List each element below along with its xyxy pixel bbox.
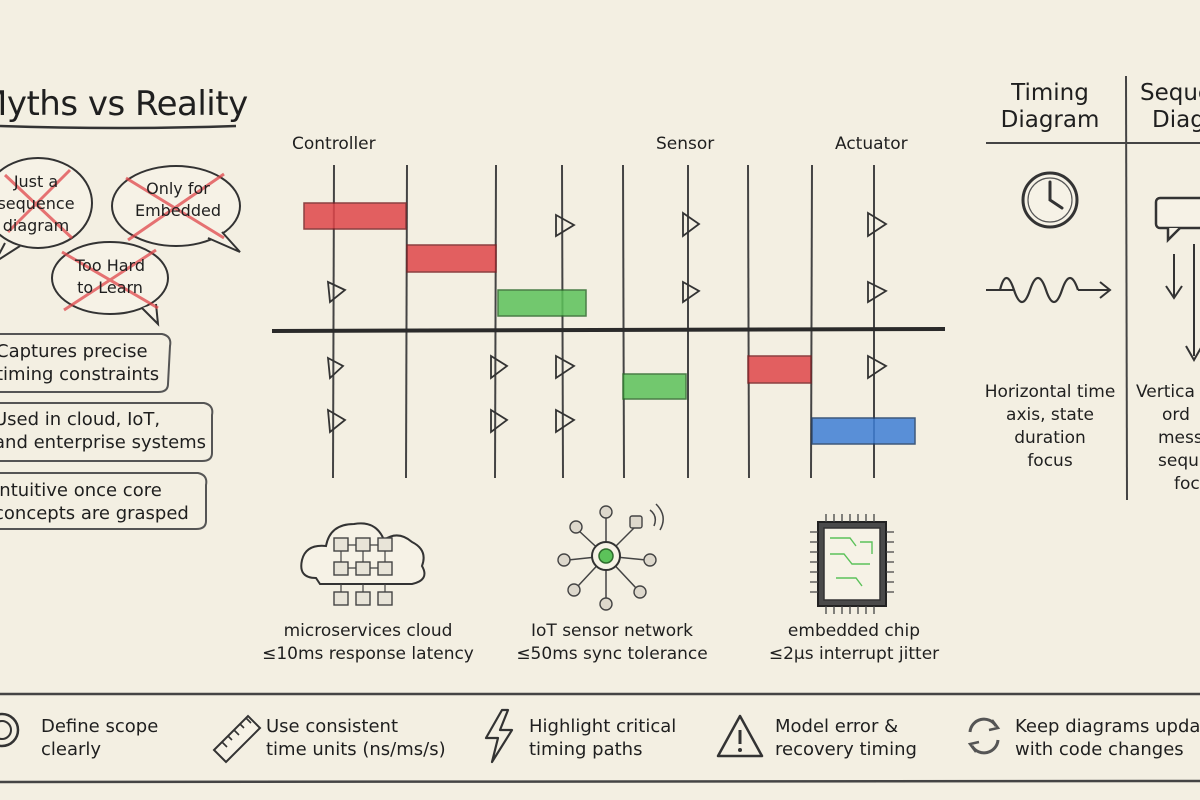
myth-bubble-3 xyxy=(51,241,169,327)
reality-boxes xyxy=(0,333,214,530)
message-icon xyxy=(1154,196,1200,244)
tip-critical-paths: Highlight critical timing paths xyxy=(529,716,677,760)
signal-markers xyxy=(326,211,888,434)
sequence-diagram-heading: Seque Diag xyxy=(1140,80,1200,133)
example-cloud-caption: microservices cloud ≤10ms response laten… xyxy=(262,621,474,664)
example-chip-caption: embedded chip ≤2μs interrupt jitter xyxy=(768,621,940,664)
vertical-arrows-icon xyxy=(1165,244,1200,363)
state-block-red-3 xyxy=(747,355,812,384)
state-block-blue-1 xyxy=(811,417,916,445)
wave-arrow-icon xyxy=(986,276,1112,304)
tip-keep-updated: Keep diagrams update with code changes xyxy=(1015,716,1200,760)
lane-label-controller: Controller xyxy=(292,134,376,154)
lane-label-actuator: Actuator xyxy=(835,134,908,154)
lightning-icon xyxy=(484,708,514,764)
tip-error-timing: Model error & recovery timing xyxy=(775,716,917,760)
myth-bubble-3-text: Too Hard to Learn xyxy=(74,256,145,297)
reality-item-1: Captures precise timing constraints xyxy=(0,341,160,385)
clock-icon xyxy=(1021,171,1079,229)
myth-bubble-1 xyxy=(0,157,93,260)
example-iot-caption: IoT sensor network ≤50ms sync tolerance xyxy=(516,621,708,664)
tip-consistent-units: Use consistent time units (ns/ms/s) xyxy=(266,716,446,760)
reality-item-3: Intuitive once core concepts are grasped xyxy=(0,480,189,524)
time-axis xyxy=(271,327,946,333)
chip-icon xyxy=(810,514,894,614)
state-block-red-2 xyxy=(406,244,497,273)
state-block-green-1 xyxy=(497,289,587,317)
myths-title: Myths vs Reality xyxy=(0,84,248,124)
sync-icon xyxy=(967,717,1001,755)
cloud-icon xyxy=(300,522,426,606)
state-block-green-2 xyxy=(622,373,687,400)
tip-define-scope: Define scope clearly xyxy=(41,716,159,760)
timing-diagram-description: Horizontal time axis, state duration foc… xyxy=(984,382,1116,471)
timing-diagram-heading: Timing Diagram xyxy=(1000,80,1100,133)
sequence-diagram-description: Vertica ord mess sequ foc xyxy=(1136,382,1200,494)
reality-item-2: Used in cloud, IoT, and enterprise syste… xyxy=(0,409,207,453)
lane-label-sensor: Sensor xyxy=(656,134,715,154)
target-icon xyxy=(0,712,20,748)
warning-icon xyxy=(716,714,764,758)
lifelines xyxy=(332,164,875,479)
ruler-icon xyxy=(212,714,262,764)
myth-bubble-2-text: Only for Embedded xyxy=(134,179,221,220)
myth-bubble-2 xyxy=(111,165,241,253)
state-block-red-1 xyxy=(303,202,407,230)
myth-bubble-1-text: Just a sequence diagram xyxy=(0,172,75,235)
sensor-network-icon xyxy=(557,503,664,611)
